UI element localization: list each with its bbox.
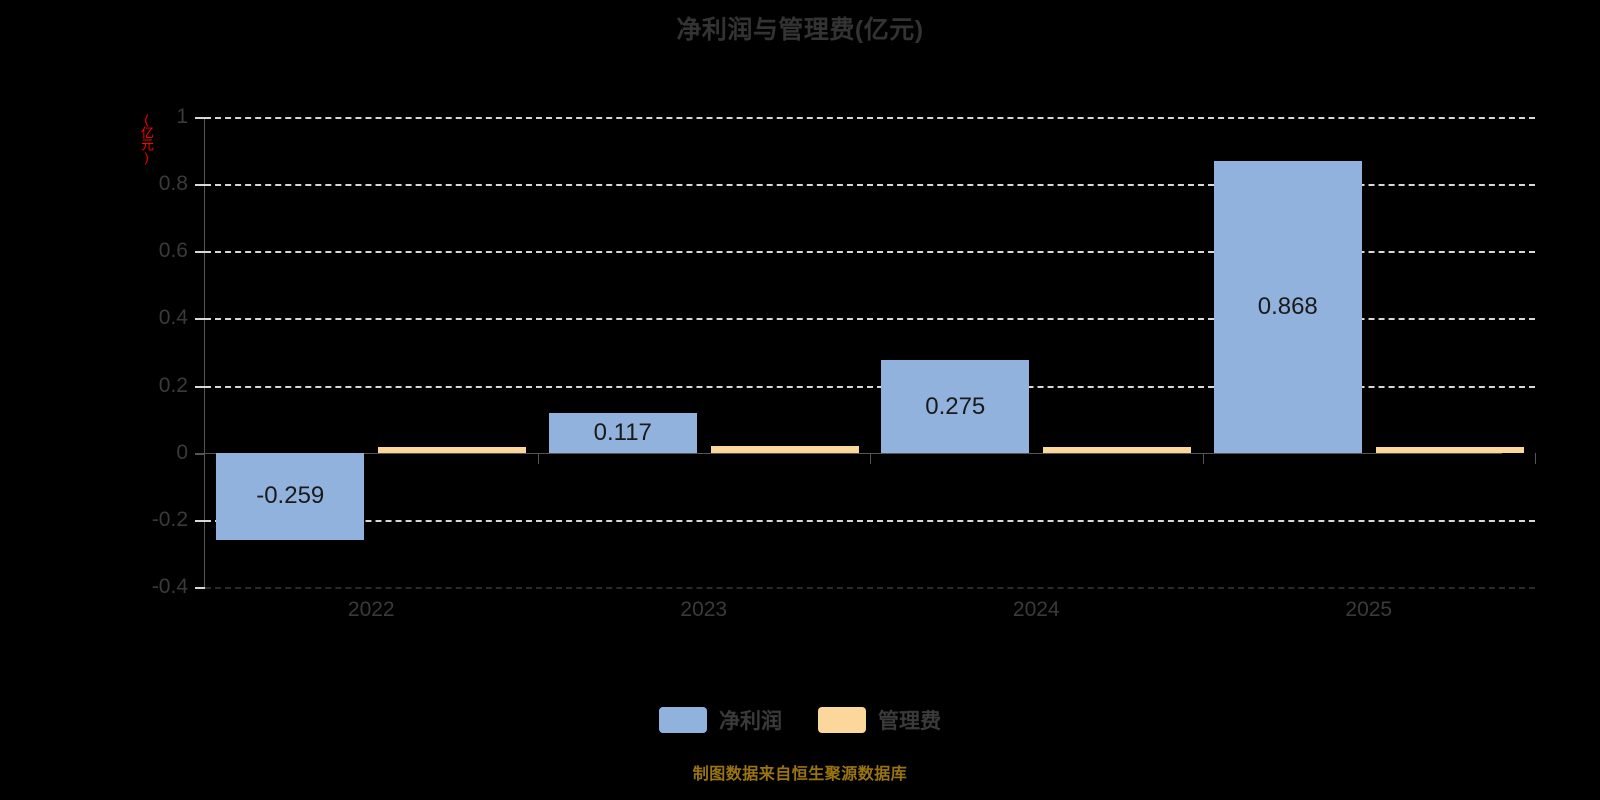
plot-area: 1 0.8 0.6 0.4 0.2 0 -0.2 -0.4 -0.259 0.117 0.275 0.… (152, 105, 1536, 598)
y-axis-tick-label: 1 (176, 105, 188, 128)
gridline (205, 587, 1535, 589)
y-axis-tick-label: -0.4 (151, 575, 188, 598)
y-axis-tick (195, 587, 205, 589)
y-axis-tick-label: 0.6 (158, 239, 188, 263)
footer-note: 制图数据来自恒生聚源数据库 (692, 766, 908, 783)
y-axis-tick (195, 318, 205, 321)
bar-2025-profit[interactable] (1213, 161, 1362, 453)
y-axis-unit-label: (亿元) (139, 112, 154, 164)
zero-axis-line (205, 452, 1502, 454)
x-axis-tick (537, 452, 539, 464)
y-axis-tick (195, 251, 205, 254)
legend-item-profit[interactable]: 净利润 (659, 705, 782, 735)
y-axis-line (204, 117, 205, 587)
y-axis-tick (195, 385, 205, 388)
bar-2023-expense[interactable] (710, 446, 859, 453)
y-axis-tick (195, 452, 205, 455)
gridline (205, 318, 1535, 321)
bar-value-label: 0.117 (593, 419, 652, 447)
bar-2024-profit[interactable] (881, 360, 1030, 453)
bar-2023-profit[interactable] (548, 413, 697, 453)
legend-swatch-icon (818, 707, 866, 733)
x-axis-label-2025: 2025 (1345, 598, 1393, 621)
bar-2022-expense[interactable] (378, 447, 527, 453)
gridline (205, 385, 1535, 388)
y-axis-tick-label: 0 (176, 440, 188, 464)
bar-value-label: 0.275 (925, 392, 986, 420)
legend-swatch-icon (659, 707, 707, 733)
x-axis-tick (1535, 452, 1536, 464)
x-axis-label-2022: 2022 (347, 598, 395, 621)
y-axis-tick-label: 0.2 (158, 373, 188, 397)
x-axis-tick (870, 452, 871, 464)
gridline (205, 184, 1535, 187)
x-axis-label-2024: 2024 (1012, 598, 1060, 621)
legend-label: 净利润 (719, 710, 782, 733)
bar-2022-profit[interactable] (216, 452, 365, 540)
y-axis-tick-label: 0.4 (158, 306, 188, 330)
bar-2024-expense[interactable] (1043, 447, 1192, 453)
bar-value-label: 0.868 (1257, 293, 1318, 320)
gridline (205, 251, 1535, 254)
y-axis-tick (195, 519, 205, 522)
y-axis-tick (195, 184, 205, 187)
x-axis-tick (1202, 452, 1204, 464)
y-axis-tick-label: 0.8 (158, 172, 188, 196)
x-axis-label-2023: 2023 (680, 598, 728, 621)
bar-2025-expense[interactable] (1375, 446, 1524, 453)
y-axis-tick-label: -0.2 (151, 507, 188, 531)
legend-item-expense[interactable]: 管理费 (818, 705, 941, 735)
page-title: 净利润与管理费(亿元) (676, 16, 924, 44)
gridline (205, 519, 1535, 522)
bar-value-label: -0.259 (256, 482, 325, 510)
gridline (205, 117, 1535, 119)
y-axis-tick (195, 117, 205, 119)
chart-legend: 净利润 管理费 (0, 705, 1600, 735)
legend-label: 管理费 (878, 710, 941, 733)
